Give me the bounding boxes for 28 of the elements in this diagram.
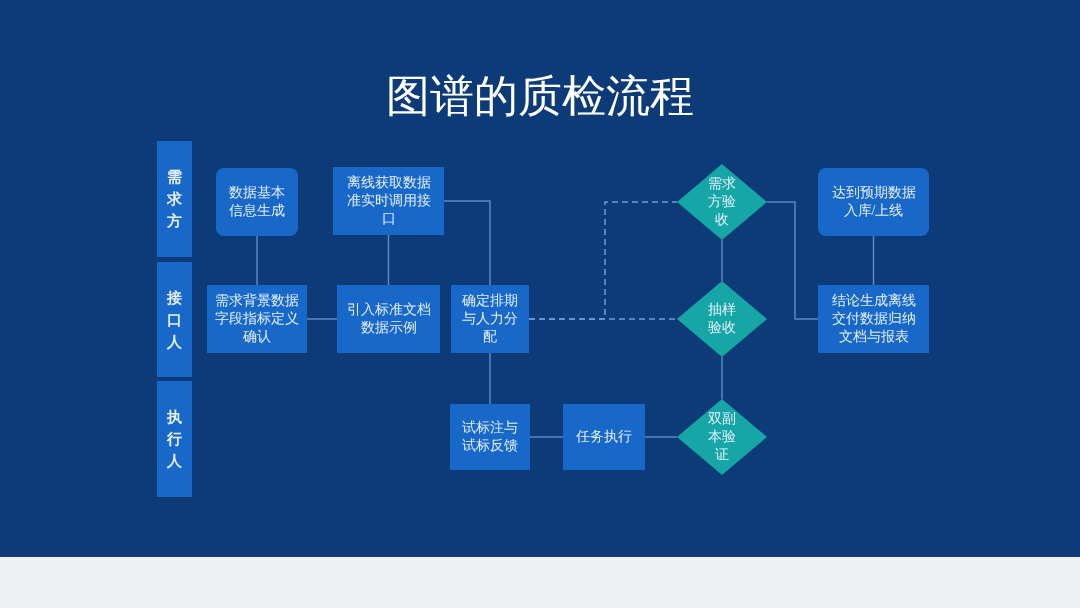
lane-label: 需求方 — [157, 141, 192, 257]
process-box: 需求背景数据字段指标定义确认 — [207, 285, 307, 353]
lane-label: 接口人 — [157, 262, 192, 377]
connector — [721, 356, 723, 400]
connector — [529, 436, 564, 438]
connector — [387, 234, 390, 286]
process-box: 离线获取数据准实时调用接口 — [333, 167, 444, 235]
decision-diamond: 抽样验收 — [677, 281, 767, 357]
connector — [489, 352, 491, 405]
process-box: 试标注与试标反馈 — [450, 404, 530, 470]
connector — [721, 239, 723, 282]
connector — [766, 201, 819, 320]
process-box: 确定排期与人力分配 — [451, 285, 529, 353]
process-box: 任务执行 — [563, 404, 645, 470]
decision-diamond: 需求方验收 — [677, 164, 767, 240]
process-box: 结论生成离线交付数据归纳文档与报表 — [818, 285, 929, 353]
connector — [644, 436, 678, 438]
connector — [443, 200, 491, 286]
lane-label: 执行人 — [157, 381, 192, 497]
dashed-connector — [528, 201, 678, 320]
process-box: 引入标准文档数据示例 — [337, 285, 440, 353]
connector — [306, 318, 338, 320]
connector — [872, 235, 875, 286]
process-box: 达到预期数据入库/上线 — [818, 168, 929, 236]
connector — [256, 235, 258, 286]
slide-title: 图谱的质检流程 — [385, 70, 695, 122]
process-box: 数据基本信息生成 — [216, 168, 298, 236]
decision-diamond: 双副本验证 — [677, 399, 767, 475]
